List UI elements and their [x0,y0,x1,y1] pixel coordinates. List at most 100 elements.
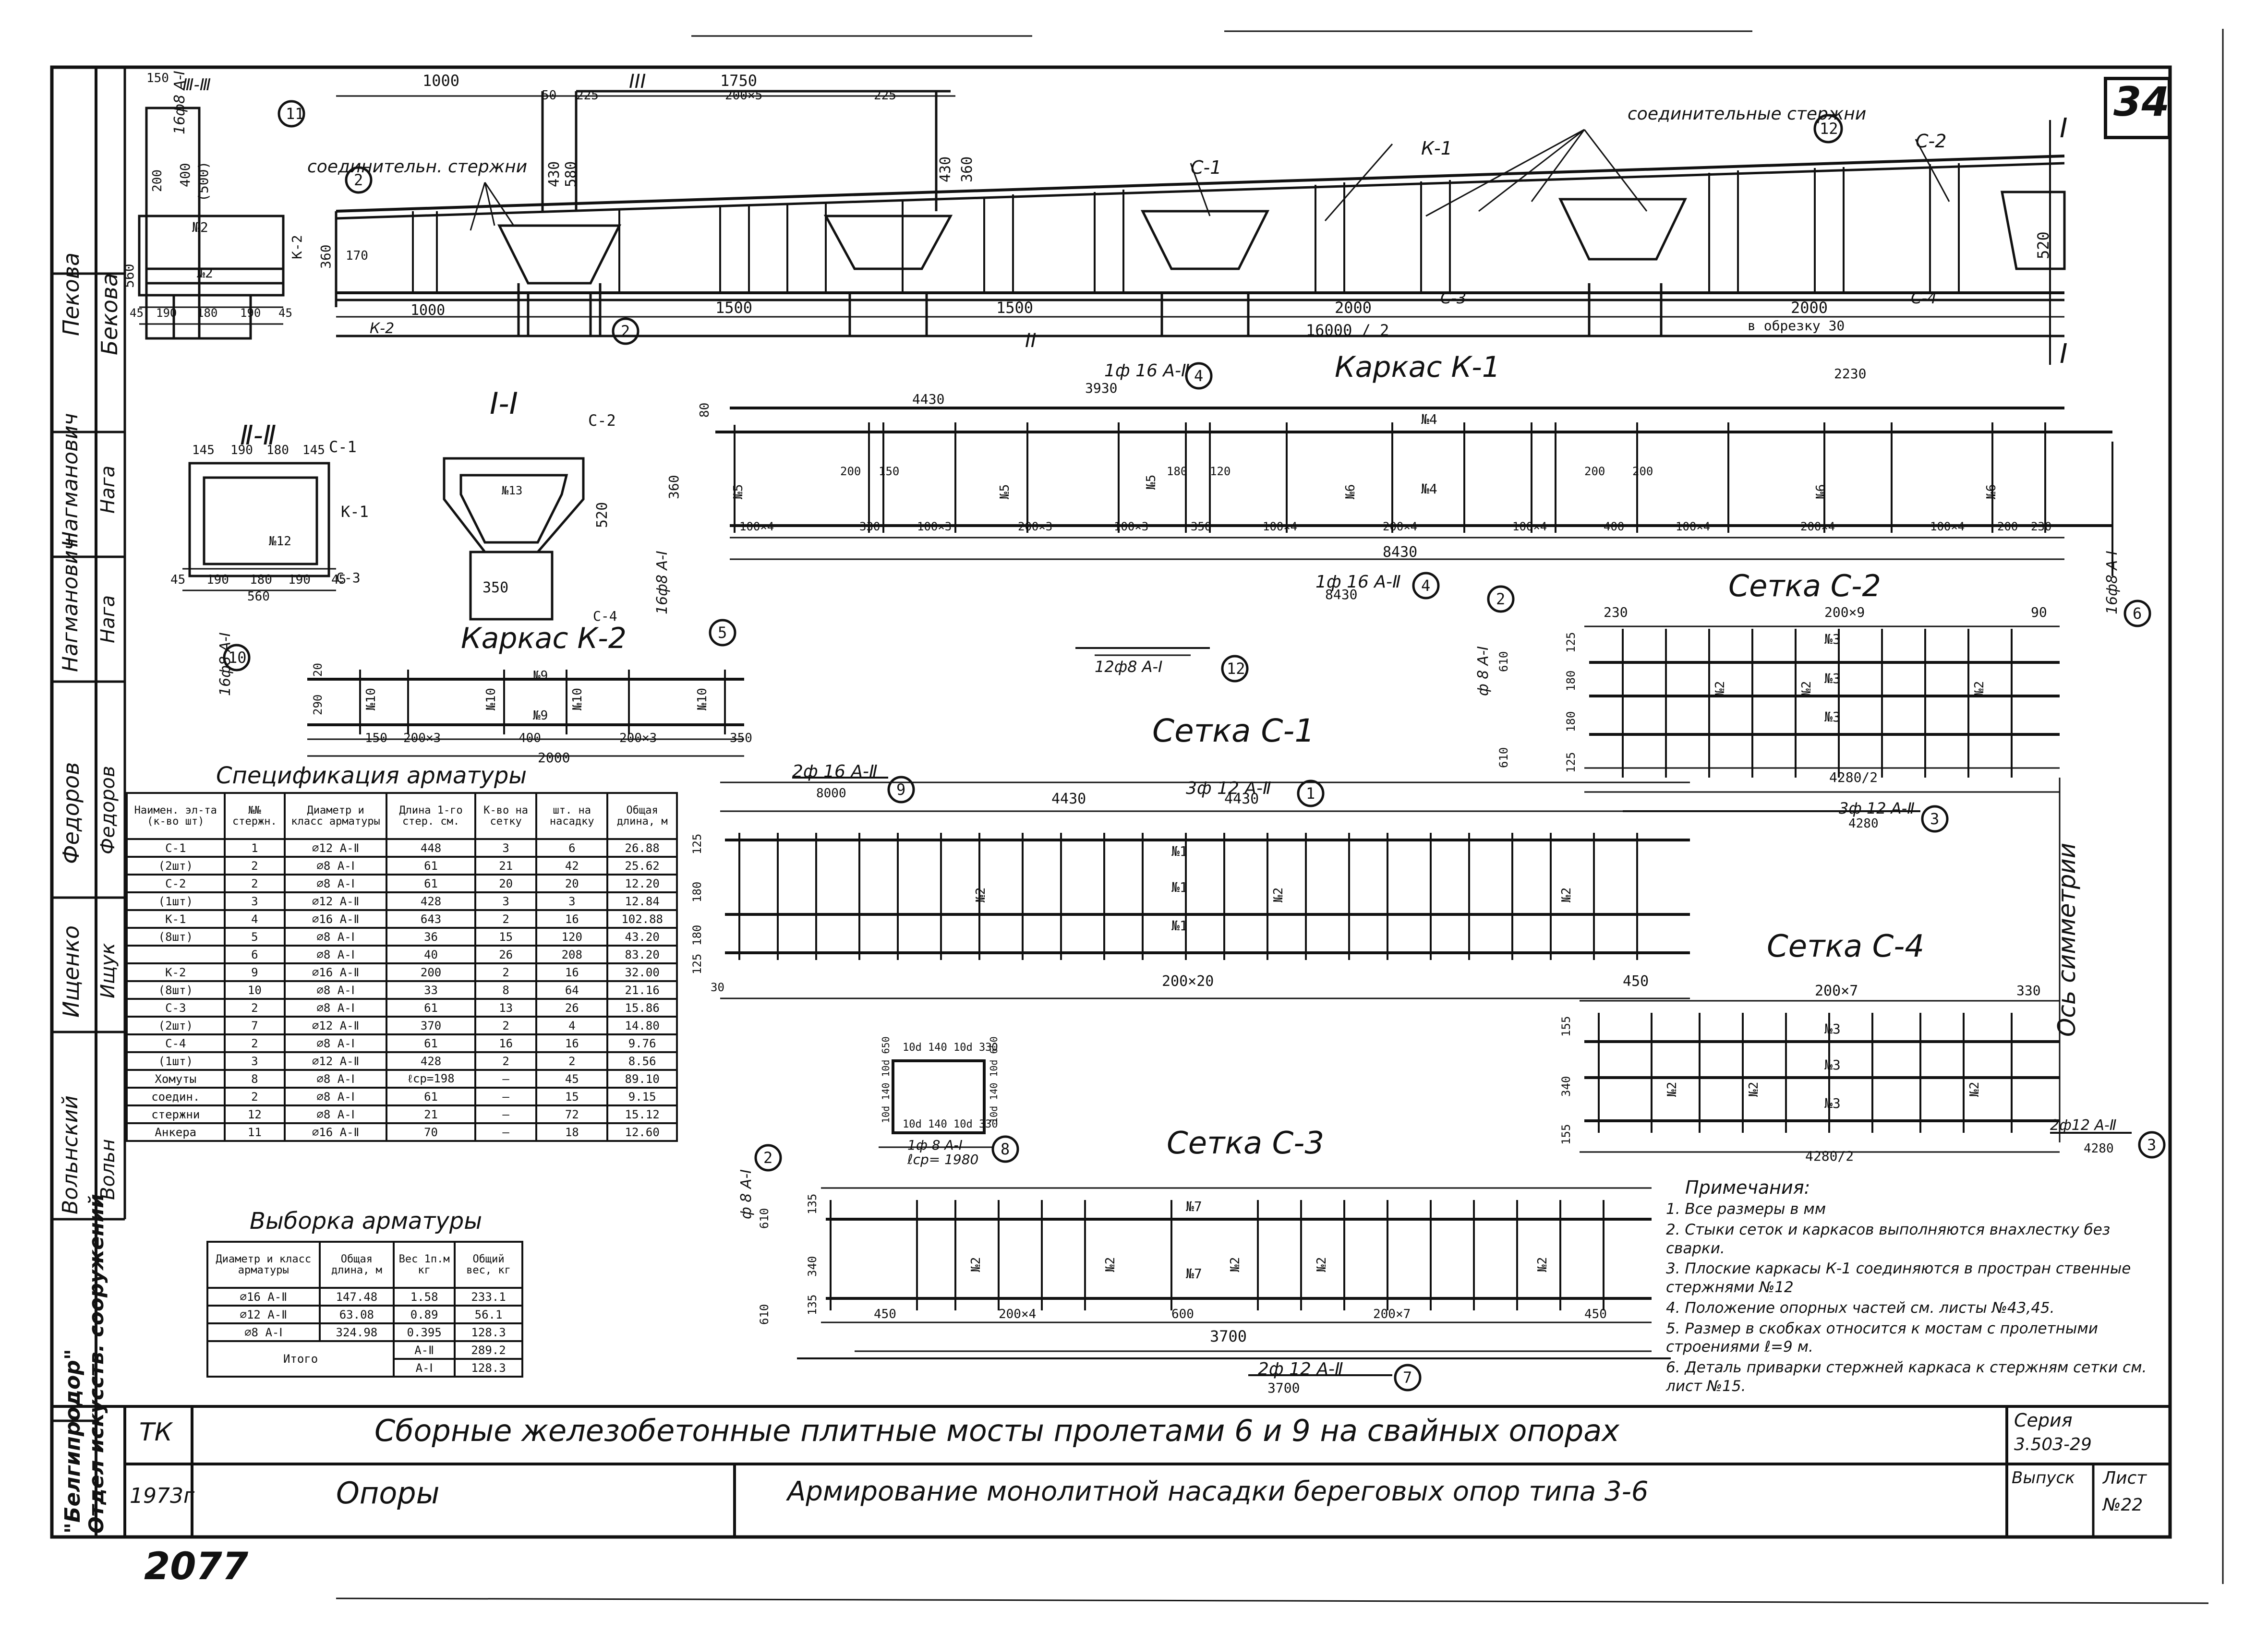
org-name-1: "Белгипродор" [60,1349,85,1534]
s33-dim-500: (500) [195,161,211,202]
stamp-sign-4: Федоров [97,766,119,854]
spec-table-cell: Хомуты [126,1069,226,1089]
dim-16000-2: 16000 / 2 [1306,321,1389,339]
spec-table-cell: 26 [474,945,538,964]
spec-th-element: Наимен. эл-та (к-во шт) [126,792,226,840]
k1-dim-200-in3: 200 [1632,465,1653,478]
c3-dim-3700: 3700 [1210,1327,1247,1345]
c1-dim-4430: 4430 [1051,791,1086,807]
spec-table-cell: (1шт) [126,1051,226,1071]
s33-mark-n2: №2 [192,219,208,235]
spec-table-cell: – [474,1122,538,1142]
spec-table-header: Наимен. эл-та (к-во шт) №№ стержн. Диаме… [126,792,678,840]
dim-by-axis: в обрезку 30 [1748,318,1845,334]
spec-table-cell: 102.88 [606,909,678,929]
spec-table-cell: 3 [223,891,286,911]
k1-dim-330: 330 [859,520,881,533]
tb-issue-label: Выпуск [2012,1468,2075,1488]
title-karkas-k2: Каркас К-2 [461,622,627,655]
c3-dim-340: 340 [806,1256,819,1277]
dim-2000b: 2000 [1791,299,1828,317]
note-item: 1. Все размеры в мм [1666,1200,1826,1218]
c3-mark-n2d: №2 [1315,1257,1329,1272]
c2-dim-610b: 610 [1497,747,1510,768]
rod-16f8-right: 16ф8 А-Ⅰ [2104,551,2121,614]
callout-12-b: 12 [1227,660,1245,678]
label-k1: К-1 [1421,138,1452,159]
rod-16f8-iii: 16ф8 А-Ⅰ [171,71,188,134]
spec-table-cell: (8шт) [126,980,226,1000]
spec-table-cell: ∅16 А-Ⅱ [284,1122,388,1142]
s22-dim-190: 190 [230,443,253,457]
selection-table-cell: 128.3 [454,1322,523,1342]
spec-table-cell: 4 [223,909,286,929]
note-item: 2. Стыки сеток и каркасов выполняются вн… [1666,1221,2111,1257]
s22-label-c1: С-1 [329,438,357,456]
spec-table-cell: 26 [535,998,609,1018]
org-name-2: Отдел искусств. сооружений [84,1194,108,1534]
callout-4-a: 4 [1194,367,1204,385]
c4-mark-n2a: №2 [1665,1081,1679,1097]
spec-table-cell: ∅12 А-Ⅱ [284,838,388,858]
spec-table-cell: 12 [223,1104,286,1124]
c2-mark-n3a: №3 [1824,631,1841,647]
spec-table-cell: 61 [386,856,477,876]
s11-label-c2: С-2 [588,411,616,430]
k1-mark-n4: №4 [1421,411,1437,427]
c1-mark-n2c: №2 [1559,887,1574,902]
callout-7: 7 [1403,1368,1412,1387]
c2-mark-n2c: №2 [1972,681,1987,696]
selection-total-label: Итого [206,1340,395,1378]
selection-table-cell: 0.395 [393,1322,456,1342]
spec-table-cell: ∅8 А-Ⅰ [284,1104,388,1124]
spec-table-cell: 3 [535,891,609,911]
clamp-dim-left: 10d 140 10d 650 [880,1036,892,1123]
spec-table-cell: – [474,1104,538,1124]
spec-table-cell: 14.80 [606,1016,678,1035]
spec-table-cell: ∅8 А-Ⅰ [284,945,388,964]
dim-1000-bottom: 1000 [410,302,446,319]
note-item: 4. Положение опорных частей см. листы №4… [1666,1299,2055,1317]
callout-2-d: 2 [763,1149,773,1167]
spec-table-cell: 45 [535,1069,609,1089]
c1-mark-n1b: №1 [1171,879,1188,895]
spec-table-cell: соедин. [126,1087,226,1106]
dim-580: 580 [563,161,579,187]
rod-16f8-k1: 16ф8 А-Ⅰ [654,551,671,614]
spec-table-cell: 15 [535,1087,609,1106]
dim-225b: 225 [874,88,896,103]
spec-table-cell: ∅8 А-Ⅰ [284,927,388,947]
title-setka-c2: Сетка С-2 [1728,568,1881,603]
dim-170: 170 [346,249,368,263]
c4-dim-330: 330 [2016,983,2041,998]
rod-16f8-k2: 16ф8 А-Ⅰ [217,632,234,696]
s22-dim-190b: 190 [206,573,229,587]
c3-mark-n7a: №7 [1186,1199,1202,1214]
s33-dim-190: 190 [156,306,177,320]
spec-table-cell: 12.84 [606,891,678,911]
spec-table-cell: 2 [535,1051,609,1071]
dim-520: 520 [2034,231,2052,259]
s11-dim-520: 520 [594,502,611,528]
spec-table-cell: 2 [223,1033,286,1053]
s22-dim-560: 560 [247,589,270,604]
c3-dim-135b: 135 [806,1294,819,1315]
rod-f8-c3: ф 8 А-Ⅰ [738,1169,755,1219]
callout-4-b: 4 [1421,576,1431,595]
spec-table-cell: 32.00 [606,962,678,982]
selection-table-cell: 1.58 [393,1287,456,1307]
stamp-role-2: Нагманович [58,413,83,547]
c1-dim-30: 30 [711,981,724,994]
c2-mark-n3b: №3 [1824,671,1841,686]
rod-2f16: 2ф 16 А-Ⅱ [792,762,878,781]
c3-mark-n2b: №2 [1103,1257,1118,1272]
label-k2: К-2 [370,320,395,337]
